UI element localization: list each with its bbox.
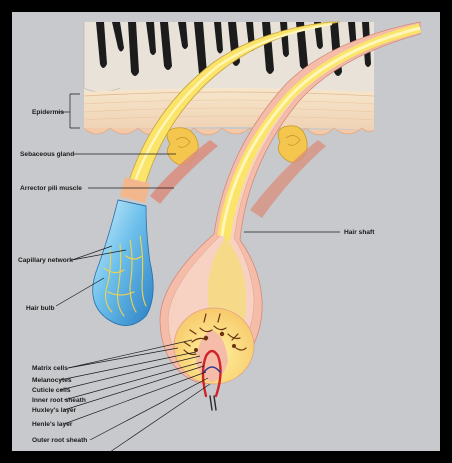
hair-bulb-capillary (92, 199, 154, 326)
blood-vessel (201, 349, 222, 411)
hair-follicle-main (159, 21, 422, 385)
label-melanocytes: Melanocytes (32, 377, 72, 384)
label-outer-root-sheath: Outer root sheath (32, 437, 87, 444)
labels: Epidermis Sebaceous gland Arrector pili … (18, 109, 375, 444)
epidermis-layer (83, 88, 375, 136)
hair-shaft-left (119, 21, 341, 203)
label-hair-shaft: Hair shaft (344, 229, 375, 236)
label-arrector-pili-muscle: Arrector pili muscle (20, 185, 82, 192)
label-cuticle-cells: Cuticle cells (32, 387, 71, 394)
label-sebaceous-gland: Sebaceous gland (20, 151, 74, 158)
label-hair-bulb: Hair bulb (26, 305, 55, 312)
label-matrix-cells: Matrix cells (32, 365, 68, 372)
melanocytes (183, 313, 247, 356)
label-inner-root-sheath: Inner root sheath (32, 397, 86, 404)
label-epidermis: Epidermis (32, 109, 64, 116)
label-capillary-network: Capillary network (18, 257, 73, 264)
label-huxleys-layer: Huxley's layer (32, 407, 77, 414)
leader-lines (55, 93, 340, 453)
label-henles-layer: Henle's layer (32, 421, 73, 428)
